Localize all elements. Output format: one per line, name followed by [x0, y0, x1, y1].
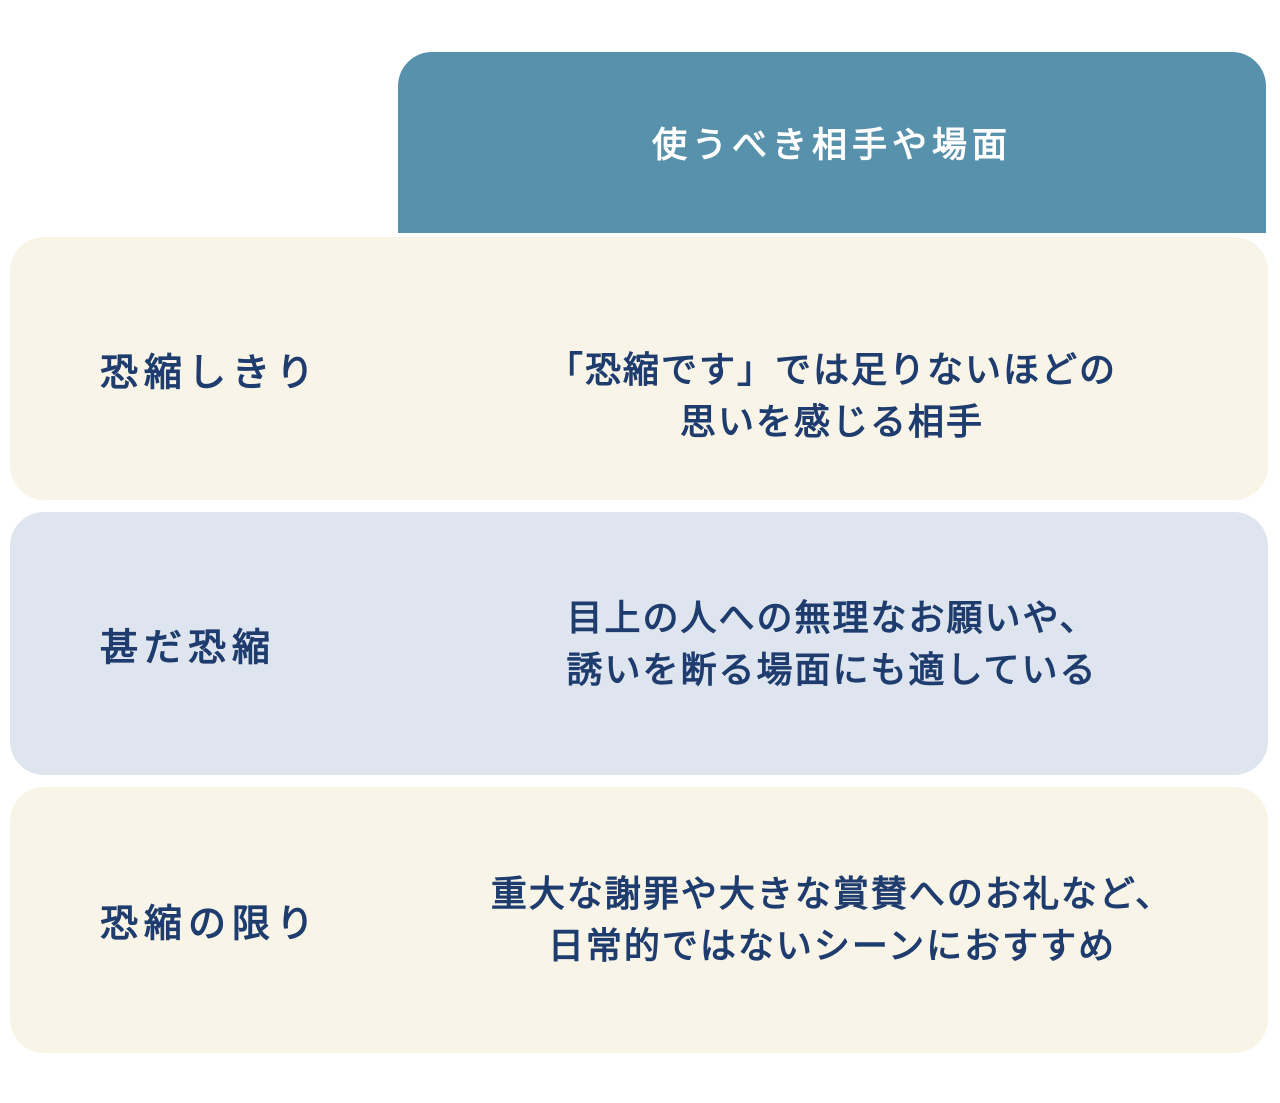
row-term: 甚だ恐縮 [100, 627, 277, 669]
row-description: 「恐縮です」では足りないほどの 思いを感じる相手 [398, 343, 1266, 447]
column-header-label: 使うべき相手や場面 [651, 126, 1012, 165]
table-row: 恐縮しきり 「恐縮です」では足りないほどの 思いを感じる相手 [10, 237, 1268, 500]
description-line: 重大な謝罪や大きな賞賛へのお礼など、 [490, 872, 1174, 914]
description-line: 目上の人への無理なお願いや、 [566, 596, 1098, 638]
row-term: 恐縮しきり [100, 352, 321, 394]
column-header: 使うべき相手や場面 [398, 52, 1266, 233]
table-row: 甚だ恐縮 目上の人への無理なお願いや、 誘いを断る場面にも適している [10, 512, 1268, 775]
row-description: 目上の人への無理なお願いや、 誘いを断る場面にも適している [398, 591, 1266, 695]
description-line: 思いを感じる相手 [679, 400, 984, 442]
description-line: 誘いを断る場面にも適している [566, 648, 1098, 690]
row-description: 重大な謝罪や大きな賞賛へのお礼など、 日常的ではないシーンにおすすめ [398, 868, 1266, 972]
description-line: 日常的ではないシーンにおすすめ [547, 925, 1117, 966]
table-row: 恐縮の限り 重大な謝罪や大きな賞賛へのお礼など、 日常的ではないシーンにおすすめ [10, 787, 1268, 1053]
description-line: 「恐縮です」では足りないほどの [546, 348, 1117, 390]
row-term: 恐縮の限り [100, 903, 321, 946]
